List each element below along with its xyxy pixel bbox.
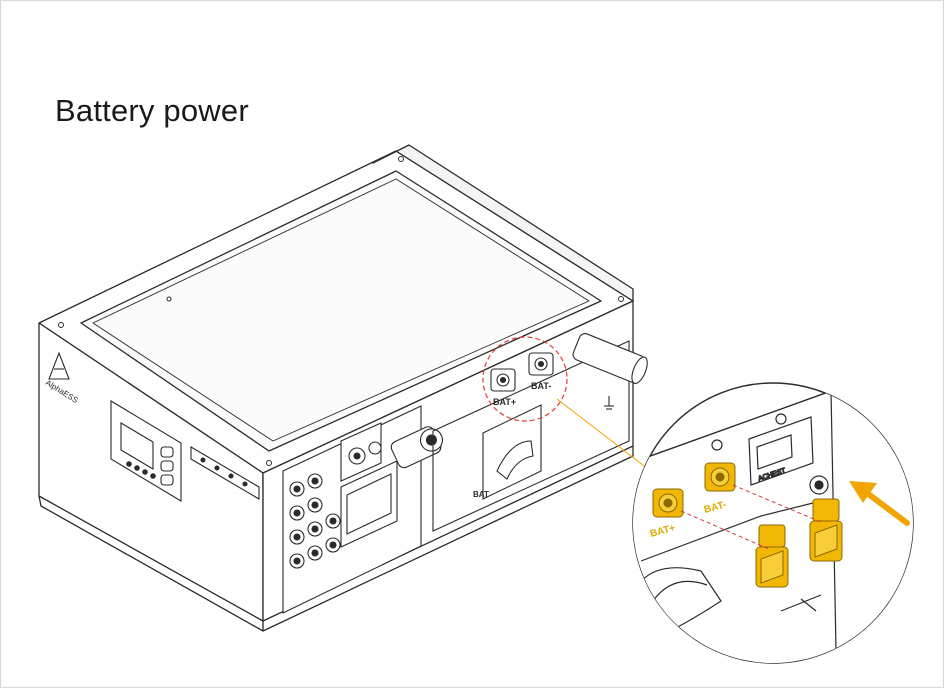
insert-arrow-icon: [849, 481, 910, 526]
zoom-detail: ACHEST: [632, 382, 914, 664]
brand-logo-icon: [48, 351, 70, 380]
plug-negative: [809, 498, 843, 562]
junction-box: [340, 460, 398, 548]
guide-line-positive: [680, 510, 770, 550]
ac-plug: [390, 426, 444, 469]
zoom-bat-sockets: [652, 462, 736, 518]
callout-leader: [556, 398, 662, 480]
front-panel: [48, 351, 260, 502]
battery-plugs: [755, 498, 843, 588]
cable-glands: [289, 473, 341, 569]
main-breaker-label: BAT: [473, 490, 489, 499]
callout-circle: [482, 336, 568, 422]
mounting-screws: [58, 156, 624, 466]
page-title: Battery power: [55, 93, 249, 128]
handle-bar: [572, 333, 648, 384]
connector-bay: [282, 405, 444, 614]
lcd-screen: [120, 422, 154, 470]
battery-section: [432, 333, 648, 532]
main-bat-plus-label: BAT+: [493, 397, 516, 407]
guide-line-negative: [732, 484, 824, 524]
plug-positive: [755, 524, 789, 588]
main-bat-minus-label: BAT-: [531, 381, 551, 391]
